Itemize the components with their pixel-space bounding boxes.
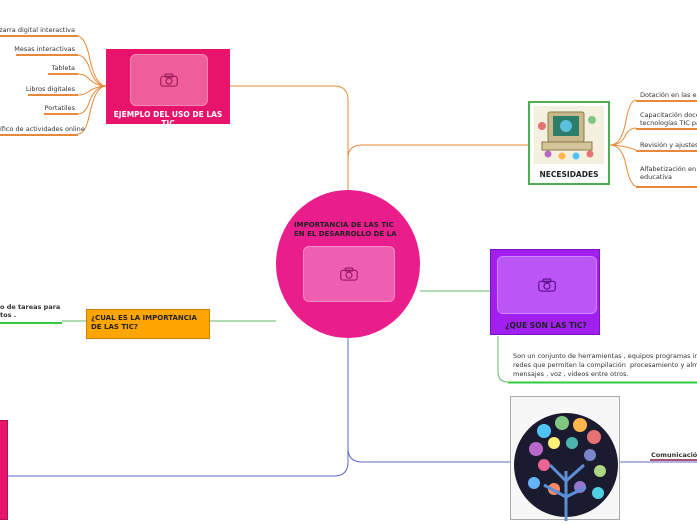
importance-side-text: o de tareas para tos . [0, 303, 61, 319]
social-tree-illustration [514, 413, 618, 521]
needs-item-label: Dotación en las en la [640, 91, 697, 99]
needs-node[interactable]: NECESIDADES [528, 101, 610, 185]
what-node[interactable]: ¿QUE SON LAS TIC? [490, 249, 600, 335]
needs-item-underline [636, 150, 697, 152]
what-title: ¿QUE SON LAS TIC? [505, 321, 587, 330]
needs-title: NECESIDADES [539, 170, 599, 179]
needs-item-underline [636, 186, 697, 188]
computer-illustration [534, 106, 604, 164]
central-node[interactable]: IMPORTANCIA DE LAS TIC EN EL DESARROLLO … [276, 190, 420, 338]
communication-node[interactable] [510, 396, 620, 521]
example-item-underline [16, 54, 78, 56]
needs-item-label: Alfabetización en el educativa [640, 165, 697, 181]
importance-title: ¿CUAL ES LA IMPORTANCIA DE LAS TIC? [91, 314, 197, 331]
central-title: IMPORTANCIA DE LAS TIC EN EL DESARROLLO … [294, 221, 397, 238]
needs-item-underline [636, 100, 697, 102]
example-item-label: ífico de actividades online [0, 125, 85, 133]
communication-label: Comunicación i [651, 451, 697, 459]
example-item-underline [28, 94, 78, 96]
example-item-underline [48, 73, 78, 75]
examples-photo [130, 54, 208, 106]
example-item-underline [44, 113, 78, 115]
bottom-left-node[interactable] [0, 420, 8, 520]
needs-item-label: Capacitación docente tecnologías TIC par… [640, 111, 697, 127]
example-item-label: Tableta [51, 64, 75, 72]
needs-item-label: Revisión y ajustes de [640, 141, 697, 149]
example-item-underline [0, 35, 78, 37]
examples-node[interactable]: EJEMPLO DEL USO DE LAS TIC [106, 49, 230, 128]
example-item-label: Pizarra digital interactiva [0, 26, 75, 34]
camera-icon [340, 267, 358, 281]
example-item-label: Libros digitales [25, 85, 75, 93]
what-description: Son un conjunto de herramientas , equipo… [513, 352, 697, 378]
example-item-label: Mesas interactivas [14, 45, 75, 53]
camera-icon [538, 278, 556, 292]
importance-node[interactable]: ¿CUAL ES LA IMPORTANCIA DE LAS TIC? [86, 309, 210, 339]
needs-item-underline [636, 128, 697, 130]
example-item-label: Portatiles [44, 104, 75, 112]
examples-title: EJEMPLO DEL USO DE LAS TIC [113, 110, 223, 128]
example-item-underline [0, 134, 78, 136]
camera-icon [160, 73, 178, 87]
what-photo [497, 256, 597, 314]
central-photo [303, 246, 395, 302]
